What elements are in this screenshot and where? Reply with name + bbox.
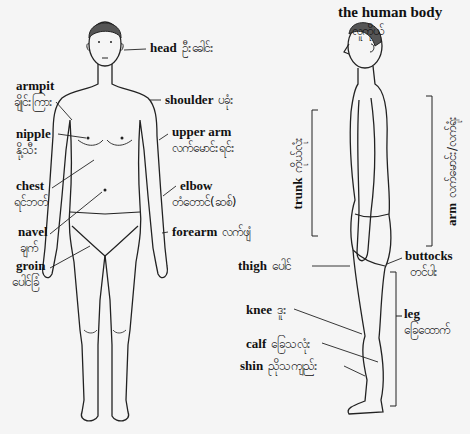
part-name: ခြေသလုံး (271, 337, 311, 351)
part-name: လက်ဖျံ (222, 225, 250, 239)
part-name: ပေါင်ခြံ (12, 275, 39, 289)
part-name: ဒူး (277, 303, 287, 317)
group-name: ကိုယ်လုံး (291, 137, 305, 173)
part-name: လက်မောင်းရင်း (172, 141, 235, 155)
part-name: armpit (16, 78, 54, 94)
part-name: nipple (16, 126, 51, 142)
part-name: groin (16, 258, 45, 274)
part-name: ရင်ဘတ် (14, 195, 48, 209)
part-name: တင်ပါး (410, 265, 438, 279)
part-name: knee (246, 302, 272, 318)
group-name: leg (404, 306, 420, 322)
part-name: နို့သီး (16, 143, 38, 157)
part-name: forearm (172, 224, 217, 240)
part-name: shin (240, 358, 263, 374)
part-name: upper arm (172, 124, 231, 140)
leader-lines (50, 49, 402, 376)
part-name: thigh (238, 258, 267, 274)
group-name: ခြေထောက် (404, 323, 450, 337)
part-name: elbow (180, 178, 213, 194)
group-name: arm (444, 203, 459, 226)
part-name: buttocks (405, 248, 453, 264)
part-name: chest (16, 178, 44, 194)
part-name: ချက် (20, 241, 38, 255)
part-name: ချိုင်းကြား (14, 95, 53, 109)
part-name: ညိုသကျည်း (268, 359, 318, 373)
group-name: လက်မောင်း/လက်ရုံး (445, 116, 459, 198)
part-name: head (150, 40, 177, 56)
vertical-label: trunk ကိုယ်လုံး (287, 137, 306, 210)
group-name: trunk (290, 178, 305, 210)
side-figure (344, 23, 391, 414)
vertical-label: arm လက်မောင်း/လက်ရုံး (441, 116, 460, 226)
part-name: ပေါင် (272, 259, 291, 273)
title-sub: လူကိုယ် (352, 24, 384, 38)
part-name: shoulder (165, 92, 213, 108)
title: the human body (338, 3, 442, 21)
part-name: ပခုံး (218, 93, 234, 107)
part-name: တံတောင်(ဆစ်) (172, 195, 236, 209)
front-figure (43, 22, 168, 421)
part-name: navel (18, 224, 48, 240)
part-name: ဦးခေါင်း (182, 41, 214, 55)
part-name: calf (246, 336, 266, 352)
